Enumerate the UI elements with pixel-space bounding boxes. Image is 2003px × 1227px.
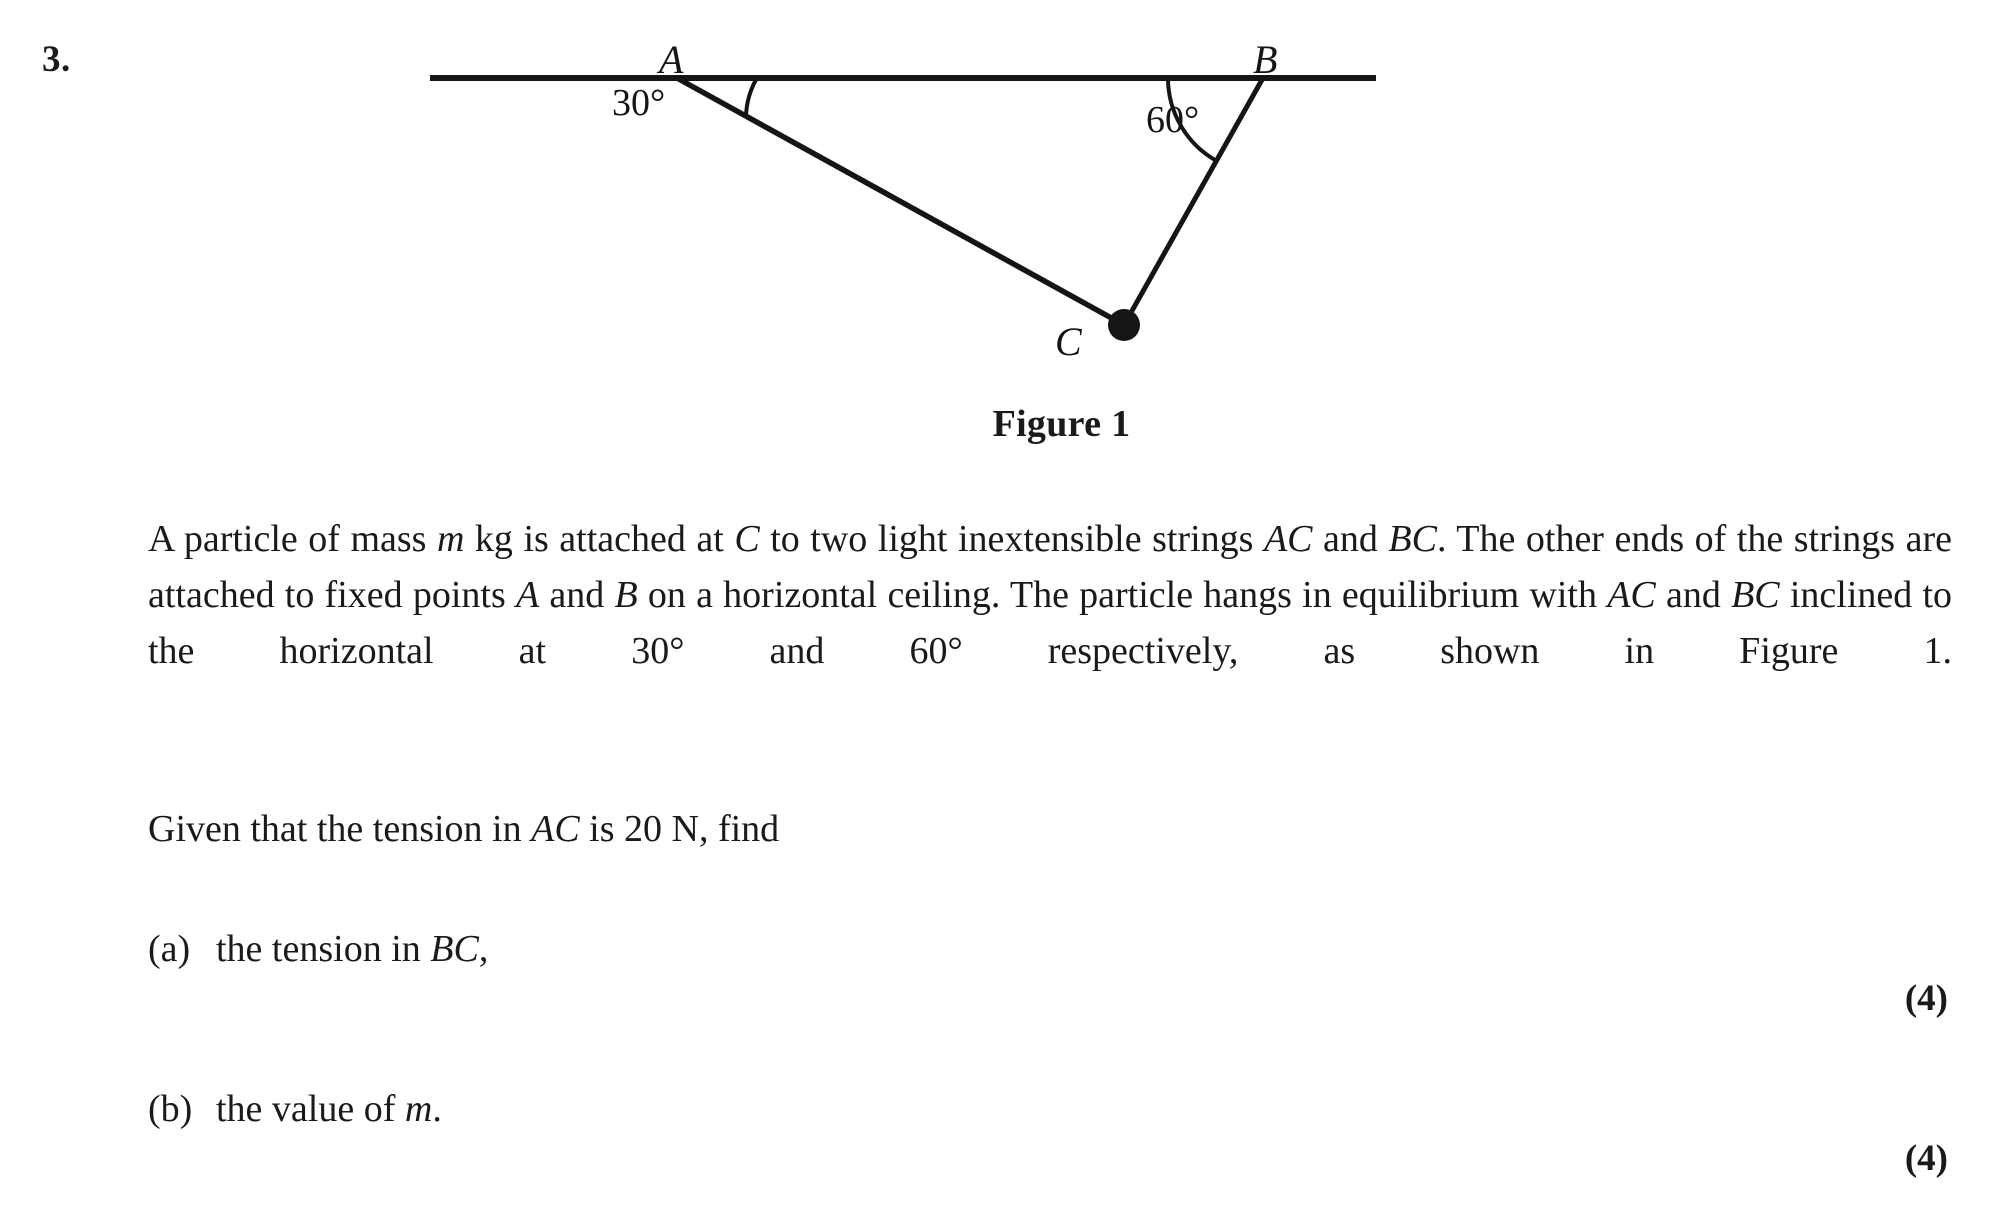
given-statement-line: Given that the tension in AC is 20 N, fi… [148,808,780,850]
part-b-marks: (4) [1904,1138,1948,1179]
figure-1-diagram: A B C 30° 60° Figure 1 [0,0,2003,460]
part-b-text: the value of m. [216,1088,442,1130]
angle-label-30-degrees: 30° [612,82,666,124]
question-stem-paragraph: A particle of mass m kg is attached at C… [148,518,1953,672]
angle-arc-b [1166,77,1217,162]
figure-label-c: C [1055,319,1082,364]
string-ac-line [674,75,1127,328]
question-part-a: (a) the tension in BC, [148,922,488,978]
figure-label-b: B [1253,37,1278,82]
string-bc-line [1121,75,1266,328]
part-a-marks: (4) [1904,978,1948,1019]
angle-label-60-degrees: 60° [1146,99,1200,141]
figure-caption-text: Figure 1 [992,403,1131,445]
particle-dot-c [1108,309,1140,341]
question-part-b: (b) the value of m. [148,1082,442,1138]
angle-arc-a [744,76,759,119]
figure-label-a: A [659,37,684,82]
part-b-tag: (b) [148,1088,193,1130]
figure-caption: Figure 1 [0,402,2003,446]
part-a-tag: (a) [148,928,191,970]
question-number: 3. [42,39,71,80]
part-a-text: the tension in BC, [216,928,489,970]
question-body: A particle of mass m kg is attached at C… [148,512,1952,735]
figure-vector-graphic [430,75,1376,341]
